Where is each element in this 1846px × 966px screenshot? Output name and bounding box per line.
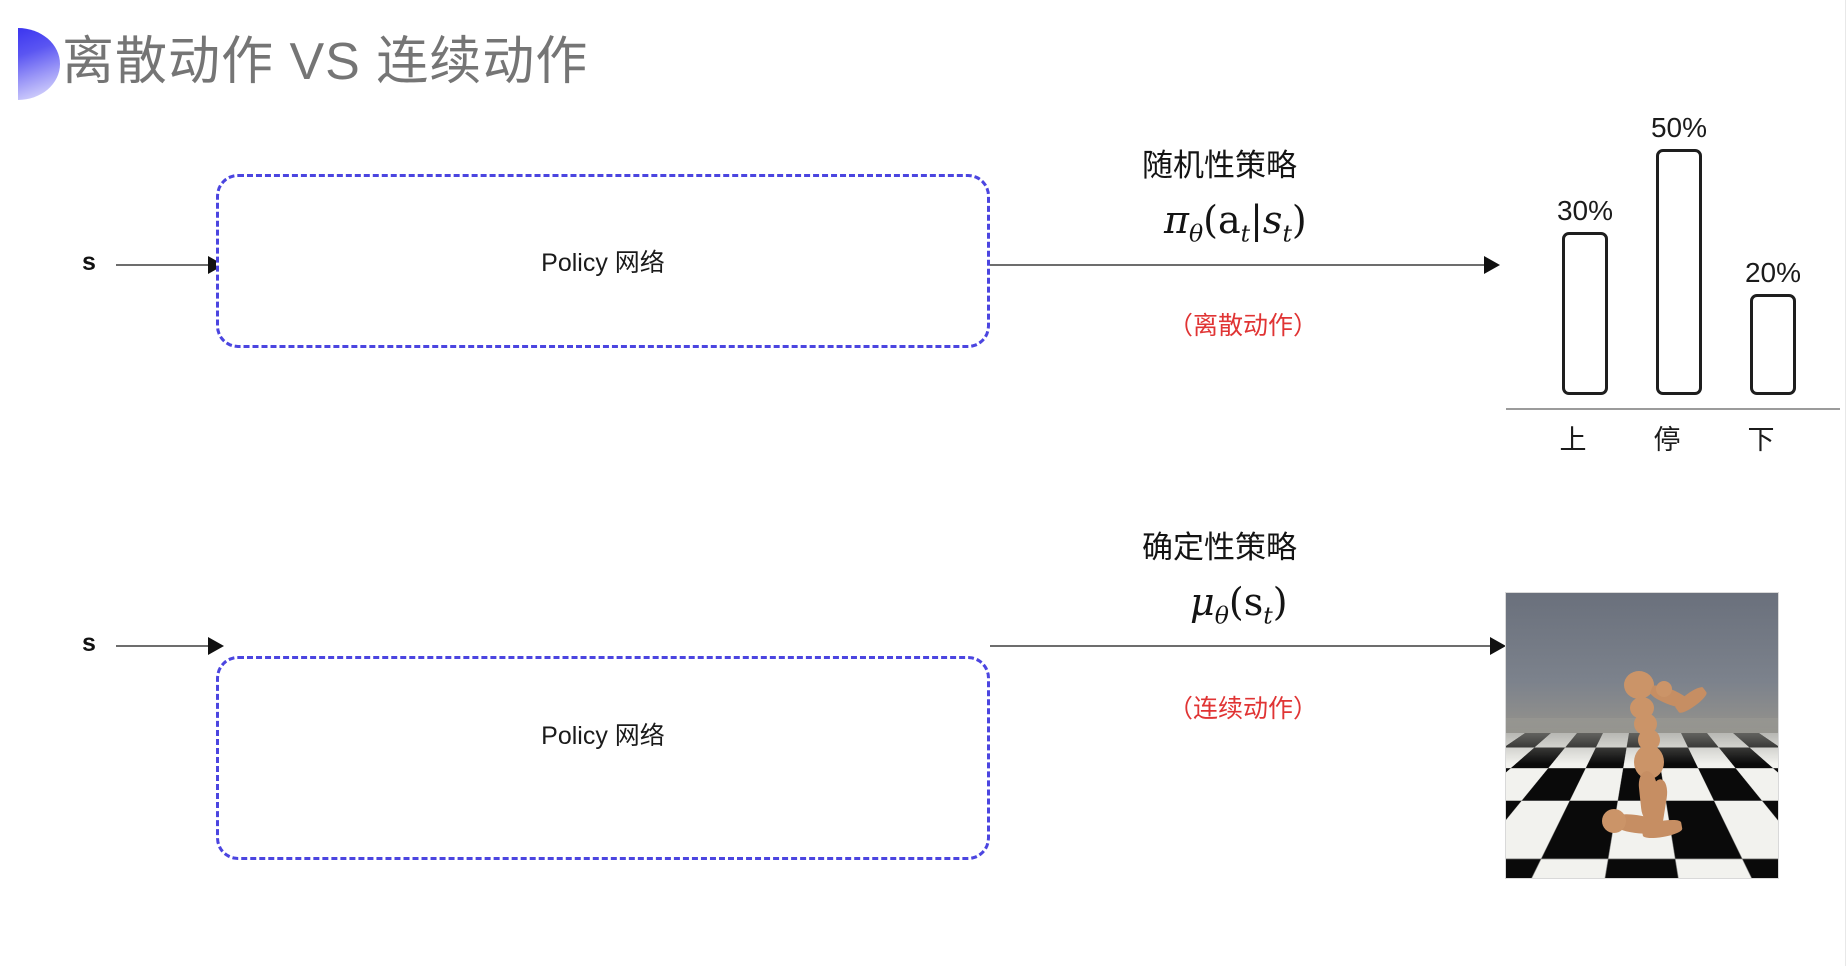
input-arrow-line-discrete <box>116 264 214 266</box>
formula-mu: μ <box>1190 580 1215 624</box>
bar-value-0: 30% <box>1557 195 1613 227</box>
policy-network-box-continuous[interactable]: Policy 网络 <box>216 656 990 860</box>
policy-type-title-continuous: 确定性策略 <box>1142 522 1297 567</box>
bar-value-2: 20% <box>1745 257 1801 289</box>
action-type-note-discrete: （离散动作） <box>1168 306 1318 342</box>
formula-close-2: ) <box>1273 580 1288 624</box>
policy-network-label-discrete: Policy 网络 <box>219 243 987 279</box>
formula-bar-s: |s <box>1250 198 1282 242</box>
formula-pi: π <box>1164 198 1189 242</box>
input-arrow-head-continuous <box>208 637 224 655</box>
output-arrow-line-discrete <box>990 264 1490 266</box>
formula-sub-t-2: t <box>1263 602 1272 630</box>
bar-2 <box>1750 294 1796 395</box>
formula-theta-2: θ <box>1215 602 1229 630</box>
output-arrow-head-continuous <box>1490 637 1506 655</box>
policy-formula-continuous: μθ(st) <box>1190 580 1288 630</box>
bar-category-1: 停 <box>1634 418 1700 457</box>
formula-open-a: (a <box>1203 198 1240 242</box>
state-label-discrete: s <box>82 248 96 277</box>
action-probability-bar-chart: 30% 50% 20% <box>1528 95 1828 395</box>
humanoid-head <box>1624 671 1654 699</box>
formula-theta: θ <box>1189 220 1203 248</box>
bar-chart-baseline-axis <box>1506 408 1840 410</box>
half-circle-bullet-icon <box>18 28 60 100</box>
formula-sub-t2: t <box>1282 220 1291 248</box>
humanoid-knee <box>1602 809 1626 833</box>
output-arrow-head-discrete <box>1484 256 1500 274</box>
page-title: 离散动作 VS 连续动作 <box>62 26 588 98</box>
output-arrow-line-continuous <box>990 645 1496 647</box>
bar-group-0: 30% <box>1562 95 1608 395</box>
policy-type-title-discrete: 随机性策略 <box>1142 140 1297 185</box>
bar-value-1: 50% <box>1651 112 1707 144</box>
bar-group-2: 20% <box>1750 95 1796 395</box>
bar-category-0: 上 <box>1540 418 1606 457</box>
bar-0 <box>1562 232 1608 395</box>
formula-sub-t1: t <box>1241 220 1250 248</box>
policy-network-label-continuous: Policy 网络 <box>219 716 987 752</box>
bar-1 <box>1656 149 1702 395</box>
state-label-continuous: s <box>82 629 96 658</box>
bar-category-2: 下 <box>1728 418 1794 457</box>
policy-formula-discrete: πθ(at|st) <box>1164 198 1307 248</box>
humanoid-simulation-image <box>1505 592 1779 879</box>
policy-network-box-discrete[interactable]: Policy 网络 <box>216 174 990 348</box>
formula-close: ) <box>1292 198 1307 242</box>
formula-open-s: (s <box>1229 580 1263 624</box>
input-arrow-line-continuous <box>116 645 214 647</box>
humanoid-fist <box>1656 681 1672 697</box>
action-type-note-continuous: （连续动作） <box>1168 689 1318 725</box>
bar-group-1: 50% <box>1656 95 1702 395</box>
